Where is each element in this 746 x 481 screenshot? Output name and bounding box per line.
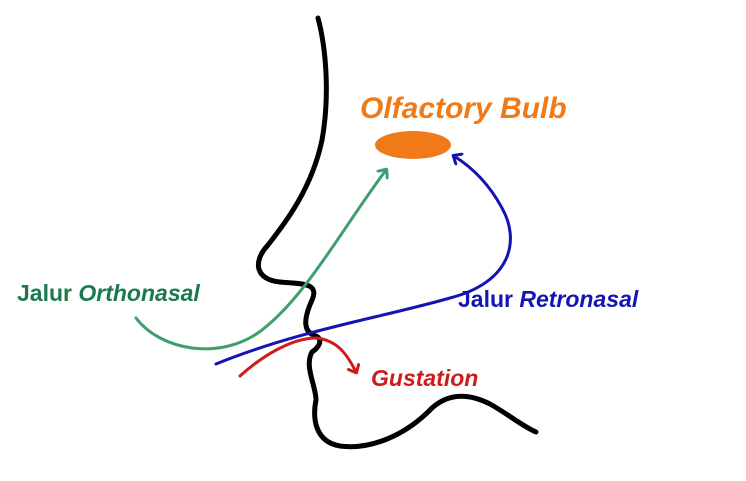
retronasal-label-emphasis: Retronasal xyxy=(519,286,639,312)
orthonasal-label-emphasis: Orthonasal xyxy=(78,280,200,306)
orthonasal-label-prefix: Jalur xyxy=(17,280,72,306)
retronasal-arrow xyxy=(214,156,512,366)
olfactory-bulb-label: Olfactory Bulb xyxy=(360,92,567,125)
gustation-arrow xyxy=(238,336,356,378)
retronasal-label-prefix: Jalur xyxy=(458,286,513,312)
orthonasal-arrow xyxy=(134,170,386,351)
retronasal-label: Jalur Retronasal xyxy=(458,288,638,311)
olfactory-bulb-shape xyxy=(375,131,451,159)
gustation-label: Gustation xyxy=(371,365,479,391)
orthonasal-label: Jalur Orthonasal xyxy=(17,282,200,305)
